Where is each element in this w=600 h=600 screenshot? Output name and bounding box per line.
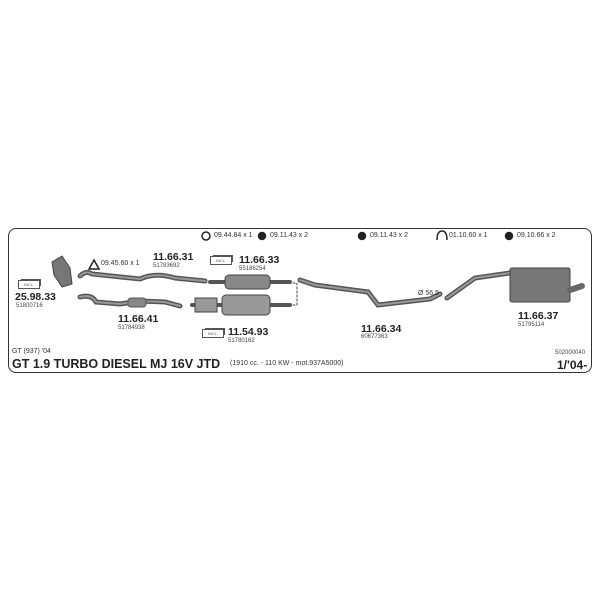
accessory-label: 09.11.43 x 2 xyxy=(270,232,309,239)
diameter-label: Ø 56,5 xyxy=(418,290,440,297)
rubber-mount-icon xyxy=(357,231,367,241)
accessory-label: 09.10.66 x 2 xyxy=(517,232,556,239)
oe-number: 55186254 xyxy=(239,266,266,272)
incl-box: INCL. xyxy=(18,280,40,289)
oe-number: 51795114 xyxy=(518,322,545,328)
accessory-label: 09.11.43 x 2 xyxy=(370,232,409,239)
diagram-frame xyxy=(8,228,592,373)
date-range: 1/'04- xyxy=(557,358,588,372)
oe-number: 51784938 xyxy=(118,325,145,331)
oe-number: 51783692 xyxy=(153,263,180,269)
part-number[interactable]: 25.98.33 xyxy=(15,291,56,303)
catalog-code: 502000040 xyxy=(555,350,586,356)
part-number[interactable]: 11.66.34 xyxy=(361,323,402,335)
dpf-body xyxy=(221,294,271,316)
accessory-label: 01.10.60 x 1 xyxy=(449,232,488,239)
tailpipe xyxy=(567,283,585,293)
gasket-icon xyxy=(87,258,101,270)
part-number[interactable]: 11.66.37 xyxy=(518,310,559,322)
part-number[interactable]: 11.66.31 xyxy=(153,251,194,263)
oe-number: 51780162 xyxy=(228,338,255,344)
model-label: GT (937) '04 xyxy=(12,348,51,355)
gasket-icon xyxy=(201,231,211,241)
oe-number: 51800716 xyxy=(16,303,43,309)
oe-number: 60677363 xyxy=(361,334,388,340)
part-number[interactable]: 11.66.41 xyxy=(118,313,159,325)
part-number[interactable]: 11.54.93 xyxy=(228,326,269,338)
incl-box: INCL. xyxy=(202,329,224,338)
manifold-catalyst xyxy=(51,255,73,288)
rear-muffler xyxy=(509,267,571,303)
accessory-label: 09.44.84 x 1 xyxy=(214,232,253,239)
rubber-mount-icon xyxy=(257,231,267,241)
vehicle-title: GT 1.9 TURBO DIESEL MJ 16V JTD xyxy=(12,357,221,371)
engine-spec: (1910 cc. - 110 KW - mot.937A5000) xyxy=(230,360,344,367)
catalyst-body xyxy=(224,274,271,290)
gasket-front-label: 09.45.60 x 1 xyxy=(101,260,140,267)
part-number[interactable]: 11.66.33 xyxy=(239,254,280,266)
rubber-mount-icon xyxy=(504,231,514,241)
incl-box: INCL. xyxy=(210,256,232,265)
clamp-icon xyxy=(436,230,448,241)
